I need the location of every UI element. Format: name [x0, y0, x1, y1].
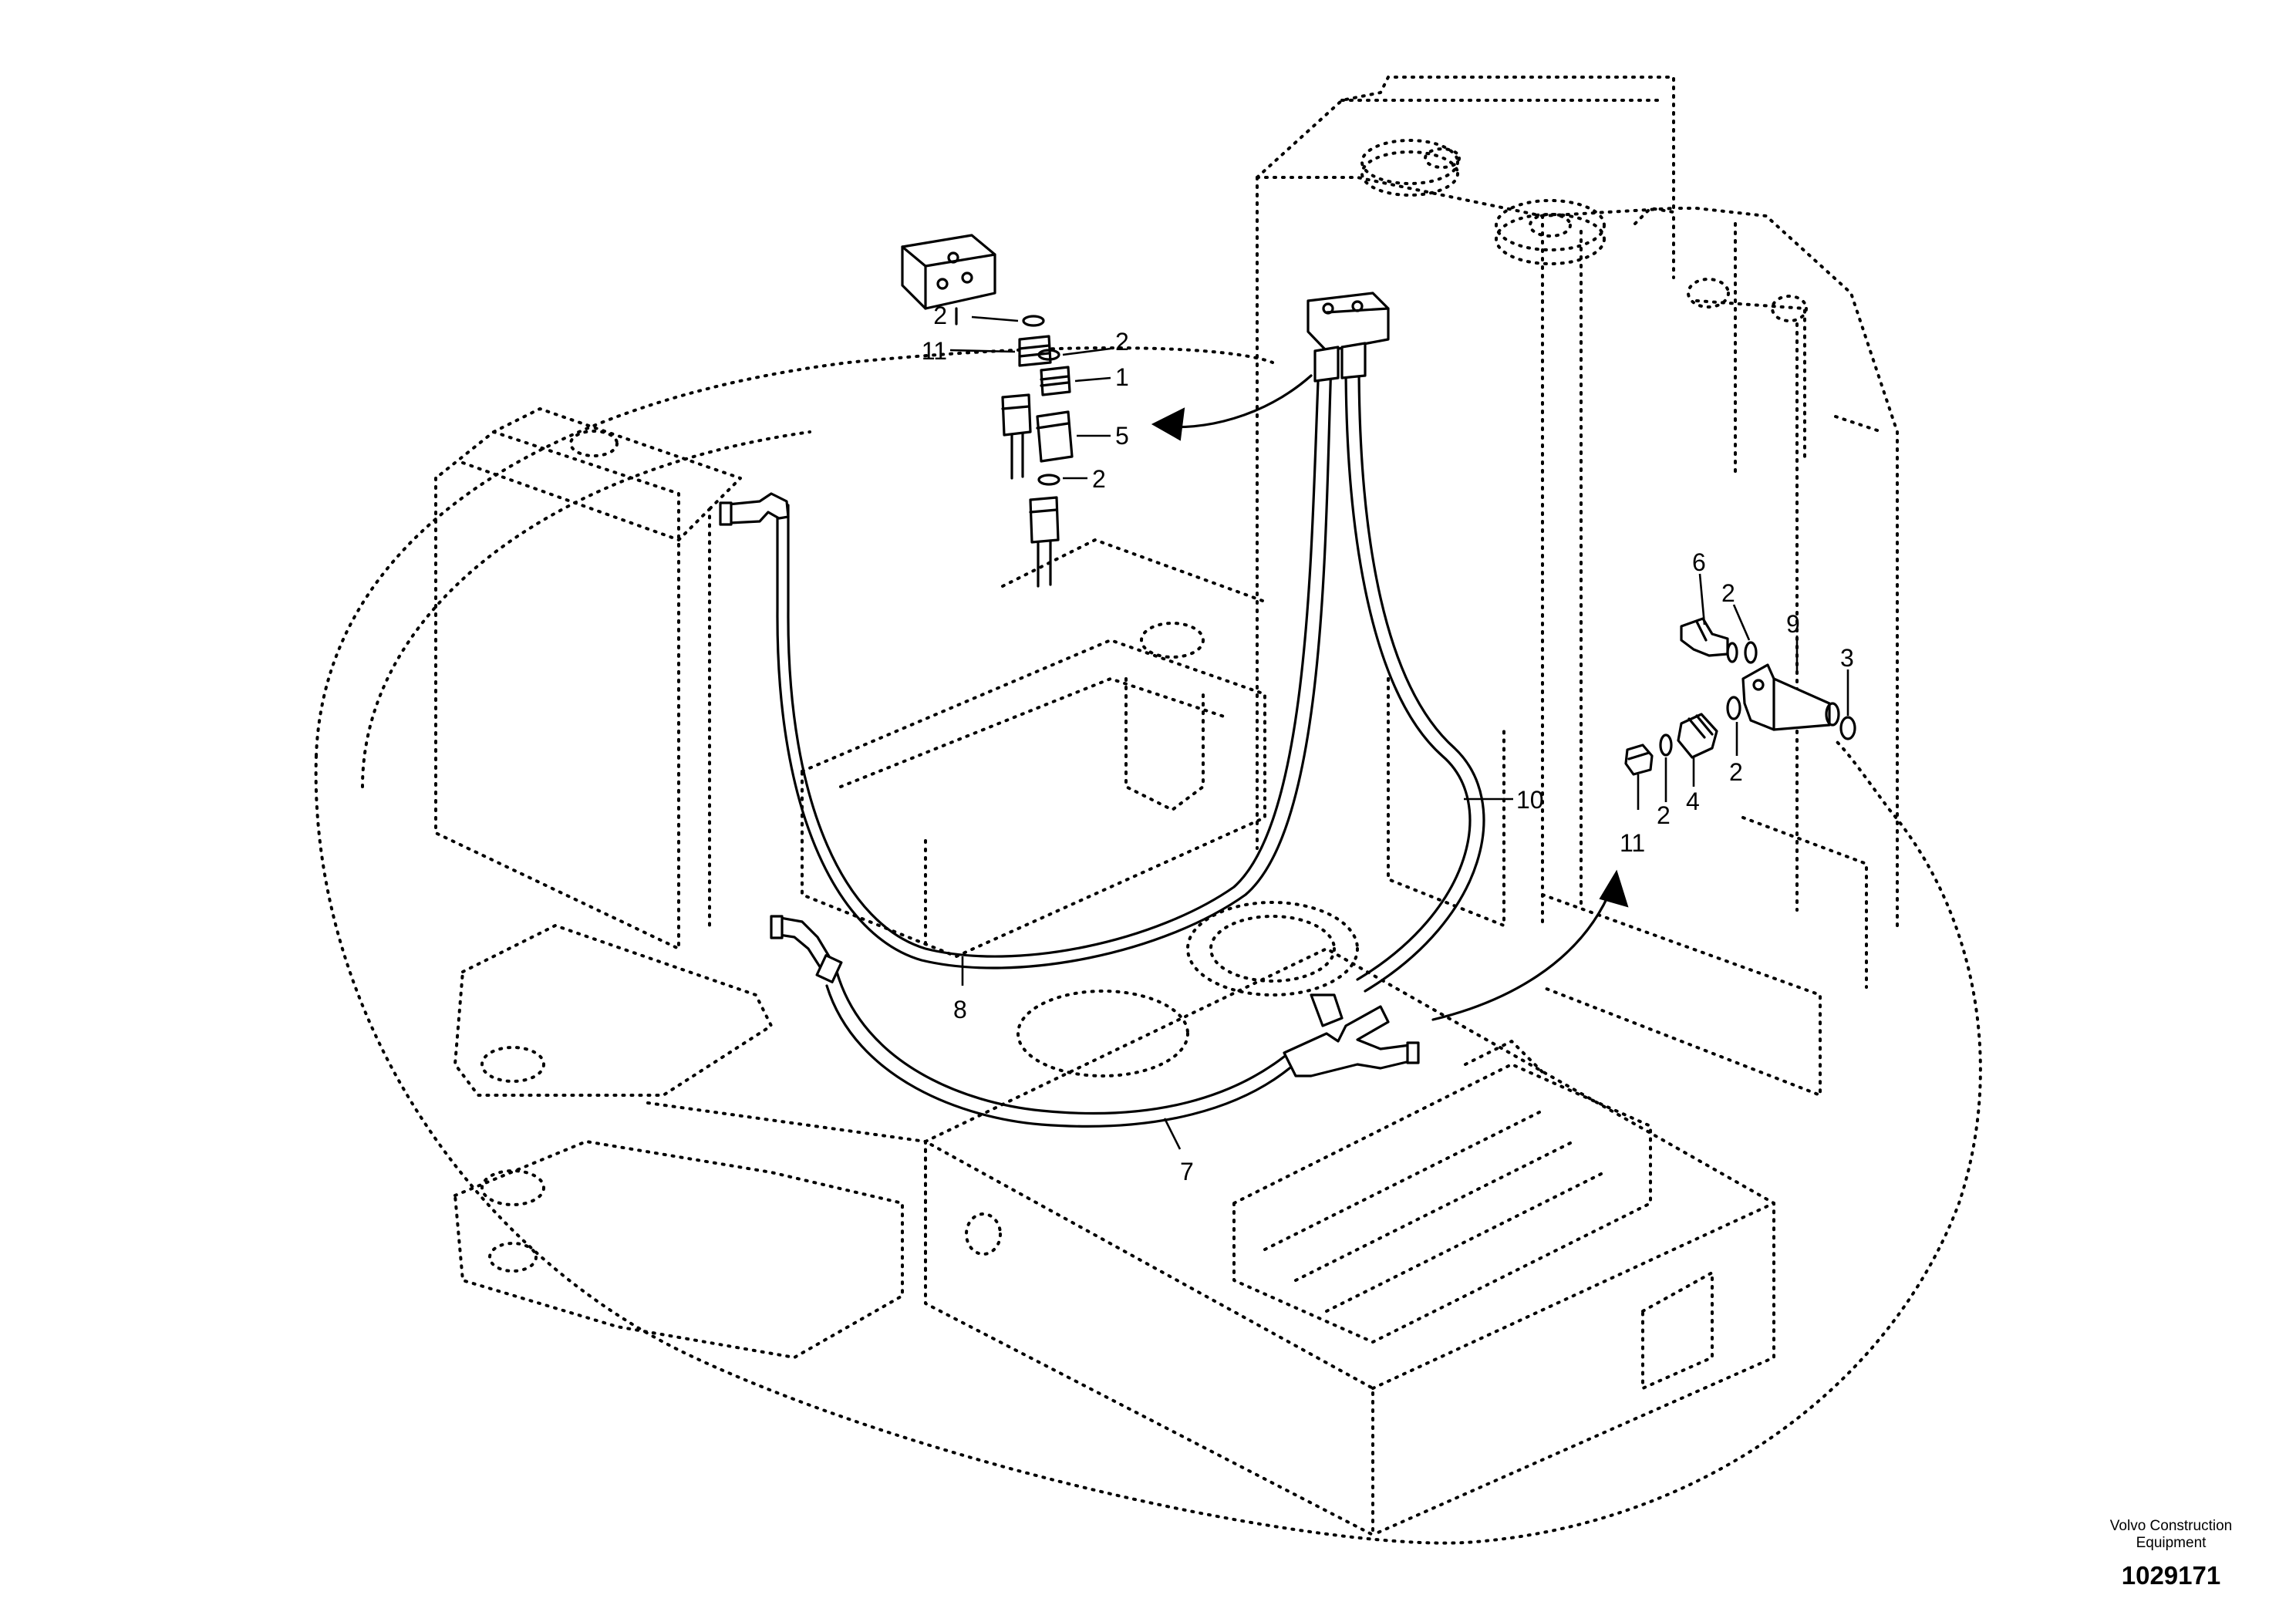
callout-2-upper-left: 2: [933, 302, 947, 329]
hose-10: [1344, 361, 1485, 993]
drawing-number: 1029171: [2121, 1561, 2221, 1590]
hose-fittings: [719, 292, 1420, 1077]
callout-2-right-left: 2: [1657, 801, 1671, 829]
callout-11-right: 11: [1620, 829, 1645, 857]
callout-8: 8: [953, 996, 967, 1023]
hose-8: [776, 361, 1333, 969]
callout-2-right-top: 2: [1721, 579, 1735, 607]
callout-3: 3: [1840, 644, 1854, 672]
callout-2-upper-lower: 2: [1092, 465, 1106, 493]
callout-labels: 2 11 2 1 5 2 6 2 9 3 2 4 2 11 10 8 7: [922, 302, 1854, 1185]
callout-7: 7: [1180, 1158, 1194, 1185]
callout-4: 4: [1686, 787, 1700, 815]
company-name: Volvo Construction Equipment: [2109, 1518, 2233, 1551]
callout-10: 10: [1516, 786, 1544, 814]
upper-detail: [901, 234, 1313, 588]
callout-2-upper-right: 2: [1115, 328, 1129, 356]
callout-11-upper: 11: [922, 337, 947, 365]
callout-5: 5: [1115, 422, 1129, 450]
hose-7: [825, 970, 1291, 1128]
machine-frame: [314, 76, 1982, 1545]
callout-6: 6: [1692, 548, 1706, 576]
callout-1: 1: [1115, 363, 1129, 391]
right-detail: [1431, 617, 1856, 1021]
callout-2-right-mid: 2: [1729, 758, 1743, 786]
callout-9: 9: [1786, 610, 1800, 638]
callout-leaders: [949, 315, 1849, 1150]
